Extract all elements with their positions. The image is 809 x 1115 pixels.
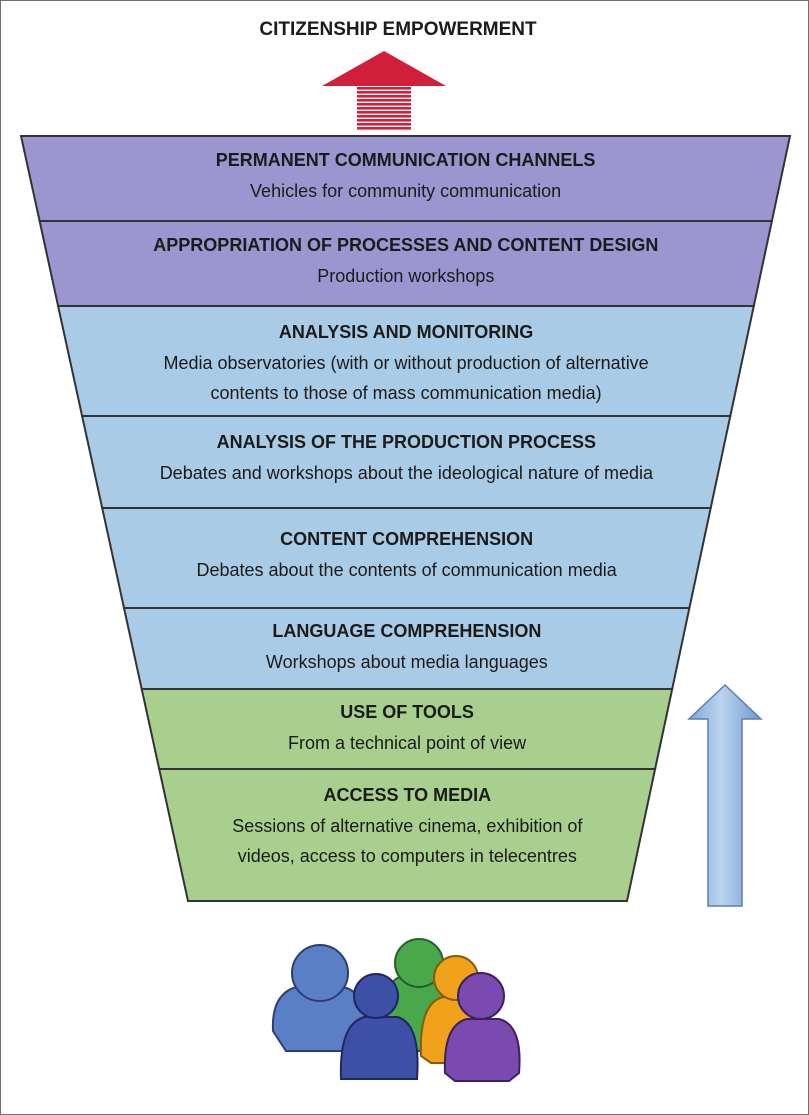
funnel-level-band <box>19 135 792 222</box>
funnel-levels: PERMANENT COMMUNICATION CHANNELS Vehicles… <box>19 135 792 902</box>
person-icon <box>339 973 419 1080</box>
funnel-level-title: LANGUAGE COMPREHENSION <box>272 621 541 641</box>
funnel-level-description: From a technical point of view <box>288 733 527 753</box>
side-up-arrow-icon <box>687 683 763 907</box>
funnel-level-description: Workshops about media languages <box>266 652 548 672</box>
funnel-level-band <box>157 768 657 902</box>
person-icon <box>271 944 367 1052</box>
funnel-level: ACCESS TO MEDIA Sessions of alternative c… <box>157 768 657 902</box>
top-up-arrow-icon <box>322 51 446 130</box>
funnel-level-band <box>140 688 674 770</box>
funnel-level-title: USE OF TOOLS <box>340 702 474 722</box>
funnel-level-title: APPROPRIATION OF PROCESSES AND CONTENT D… <box>153 235 658 255</box>
funnel-level-description: Sessions of alternative cinema, exhibiti… <box>232 816 583 836</box>
funnel-level: ANALYSIS OF THE PRODUCTION PROCESS Debate… <box>80 415 732 509</box>
person-icon <box>443 972 521 1082</box>
funnel-level: USE OF TOOLS From a technical point of vi… <box>140 688 674 770</box>
funnel-level-title: ACCESS TO MEDIA <box>323 785 491 805</box>
funnel-level: PERMANENT COMMUNICATION CHANNELS Vehicles… <box>19 135 792 222</box>
funnel-level-band <box>38 220 774 307</box>
funnel-level-description: Media observatories (with or without pro… <box>163 353 648 373</box>
funnel-level-title: ANALYSIS AND MONITORING <box>279 322 533 342</box>
funnel-level-description: contents to those of mass communication … <box>210 383 601 403</box>
funnel-level: LANGUAGE COMPREHENSION Workshops about me… <box>122 607 691 690</box>
funnel-level-description: Debates about the contents of communicat… <box>196 560 617 580</box>
funnel-level-description: Production workshops <box>317 266 494 286</box>
funnel-level-title: ANALYSIS OF THE PRODUCTION PROCESS <box>217 432 596 452</box>
funnel-level: APPROPRIATION OF PROCESSES AND CONTENT D… <box>38 220 774 307</box>
funnel-level: ANALYSIS AND MONITORING Media observatori… <box>56 305 756 417</box>
diagram-title: CITIZENSHIP EMPOWERMENT <box>259 19 537 40</box>
funnel-level-description: Debates and workshops about the ideologi… <box>160 463 654 483</box>
funnel-level-description: videos, access to computers in telecentr… <box>238 846 577 866</box>
funnel-level-title: PERMANENT COMMUNICATION CHANNELS <box>216 150 596 170</box>
funnel-level-band <box>80 415 732 509</box>
funnel-level-band <box>100 507 712 609</box>
funnel-level-title: CONTENT COMPREHENSION <box>280 529 533 549</box>
funnel-level-description: Vehicles for community communication <box>250 181 561 201</box>
funnel-level: CONTENT COMPREHENSION Debates about the c… <box>100 507 712 609</box>
people-group-icon <box>271 938 521 1082</box>
